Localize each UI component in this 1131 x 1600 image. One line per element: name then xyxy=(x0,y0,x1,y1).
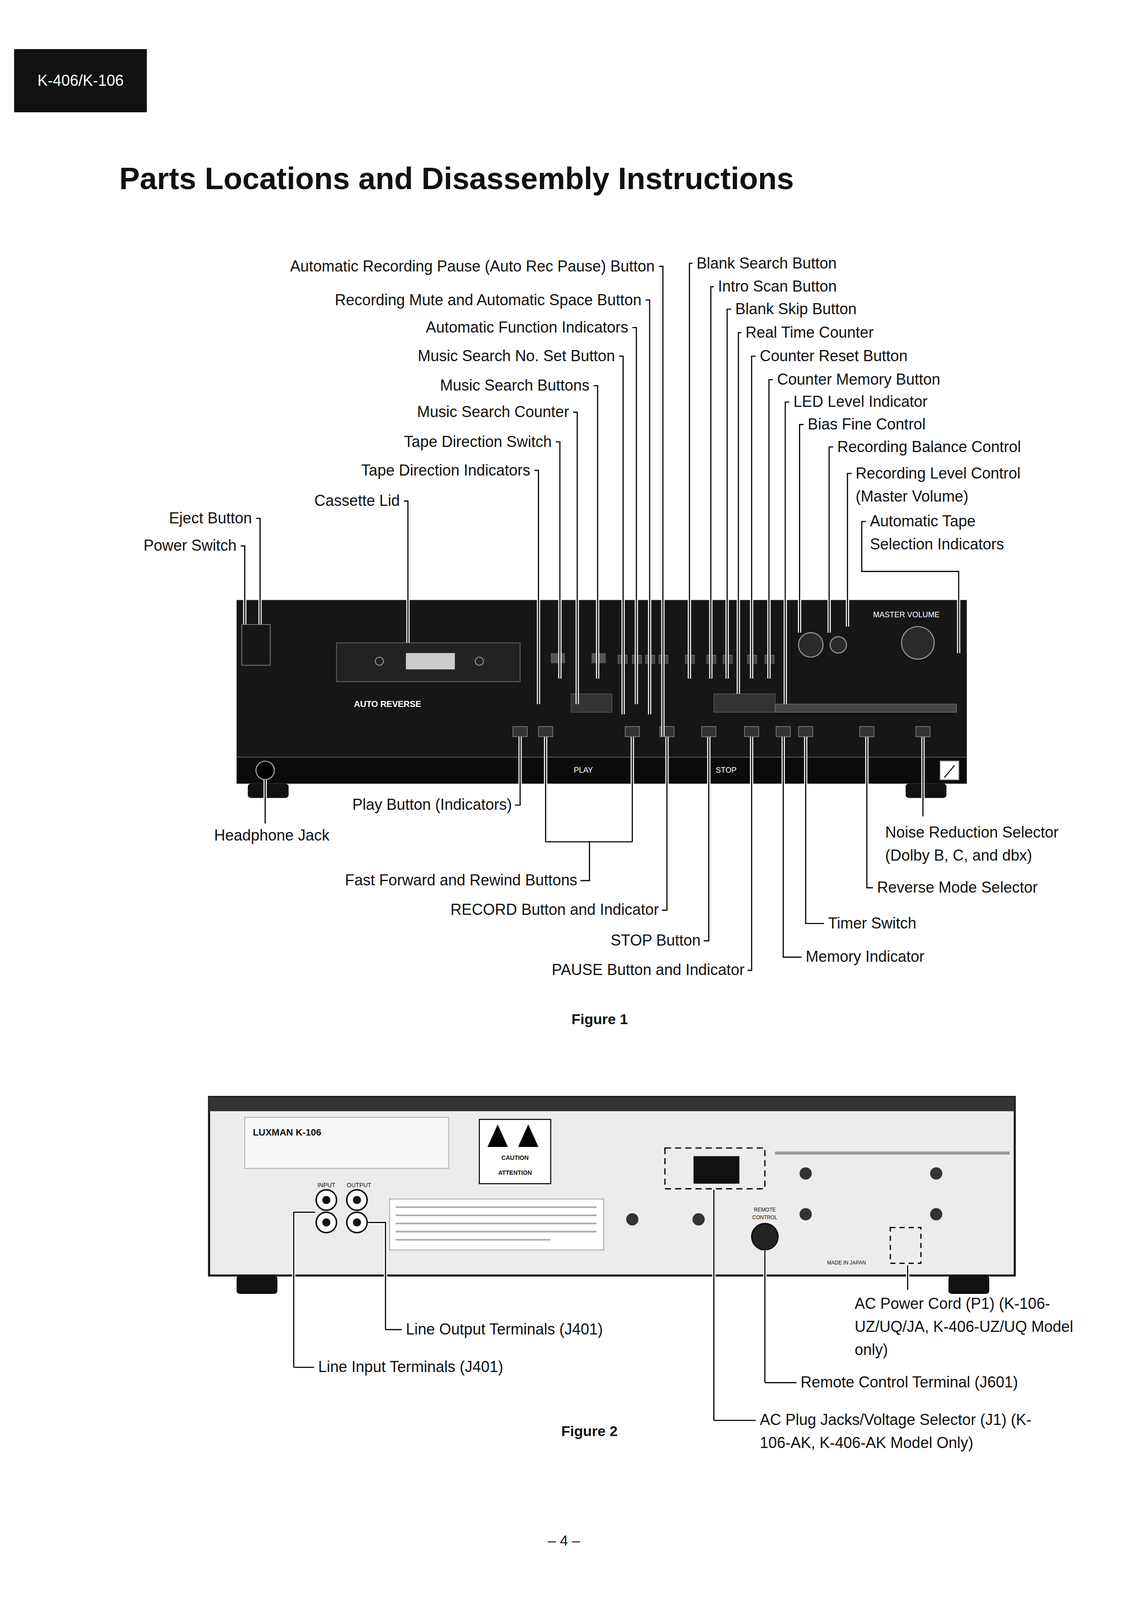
callout-label: AC Plug Jacks/Voltage Selector (J1) (K-1… xyxy=(759,1407,1056,1455)
callout-label: RECORD Button and Indicator xyxy=(450,897,659,922)
callout-label: Recording Level Control (Master Volume) xyxy=(855,461,1070,508)
callout-label: Fast Forward and Rewind Buttons xyxy=(344,868,578,892)
panel-marking: ATTENTION xyxy=(498,1168,532,1178)
callout-label: Tape Direction Switch xyxy=(404,430,552,454)
callout-label: Music Search No. Set Button xyxy=(417,344,616,368)
callout-label: Automatic Function Indicators xyxy=(425,315,629,339)
panel-marking: INPUT xyxy=(317,1180,336,1190)
callout-label: Reverse Mode Selector xyxy=(877,875,1038,899)
callout-label: Music Search Buttons xyxy=(440,373,590,397)
callout-label: Music Search Counter xyxy=(416,400,569,424)
callout-label: Play Button (Indicators) xyxy=(352,792,512,817)
callout-label: AC Power Cord (P1) (K-106-UZ/UQ/JA, K-40… xyxy=(854,1291,1074,1362)
callout-label: Automatic Tape Selection Indicators xyxy=(869,509,1038,556)
callout-label: Intro Scan Button xyxy=(717,274,837,298)
callout-label: Line Input Terminals (J401) xyxy=(318,1355,504,1379)
callout-label: STOP Button xyxy=(610,928,701,952)
panel-marking: LUXMAN K-106 xyxy=(253,1125,322,1140)
callout-label: Blank Search Button xyxy=(696,251,837,275)
callout-label: Headphone Jack xyxy=(214,823,330,847)
callout-label: Counter Memory Button xyxy=(777,367,941,391)
model-name: K-406/K-106 xyxy=(37,71,124,90)
page-title: Parts Locations and Disassembly Instruct… xyxy=(119,160,794,197)
callout-label: LED Level Indicator xyxy=(793,390,928,414)
callout-label: Timer Switch xyxy=(827,911,917,935)
panel-marking: MADE IN JAPAN xyxy=(827,1258,866,1267)
callout-label: Recording Mute and Automatic Space Butto… xyxy=(335,288,642,312)
panel-marking: STOP xyxy=(715,764,737,776)
panel-marking: CAUTION xyxy=(501,1153,529,1163)
callout-label: Power Switch xyxy=(143,533,237,557)
callout-label: Line Output Terminals (J401) xyxy=(405,1317,604,1341)
panel-marking: PLAY xyxy=(573,764,593,776)
callout-label: PAUSE Button and Indicator xyxy=(551,958,745,982)
callout-label: Recording Balance Control xyxy=(837,435,1021,459)
callout-label: Memory Indicator xyxy=(805,944,925,968)
callout-label: Counter Reset Button xyxy=(759,344,908,368)
callout-label: Bias Fine Control xyxy=(807,412,926,436)
callout-label: Remote Control Terminal (J601) xyxy=(800,1370,1019,1394)
callout-label: Real Time Counter xyxy=(745,320,874,344)
callout-label: Blank Skip Button xyxy=(735,297,857,321)
figure-caption: Figure 1 xyxy=(571,1008,628,1030)
callout-label: Cassette Lid xyxy=(314,489,400,513)
callout-label: Eject Button xyxy=(169,506,252,530)
callout-label: Noise Reduction Selector (Dolby B, C, an… xyxy=(885,820,1095,867)
panel-marking: MASTER VOLUME xyxy=(872,609,940,621)
model-tag: K-406/K-106 xyxy=(14,49,147,113)
figure-caption: Figure 2 xyxy=(561,1419,618,1442)
callout-label: Tape Direction Indicators xyxy=(361,458,531,482)
panel-marking: REMOTE CONTROL xyxy=(746,1205,784,1222)
page-number: – 4 – xyxy=(548,1529,581,1551)
panel-marking: AUTO REVERSE xyxy=(353,697,421,711)
callout-label: Automatic Recording Pause (Auto Rec Paus… xyxy=(290,254,655,278)
panel-marking: OUTPUT xyxy=(346,1180,372,1190)
